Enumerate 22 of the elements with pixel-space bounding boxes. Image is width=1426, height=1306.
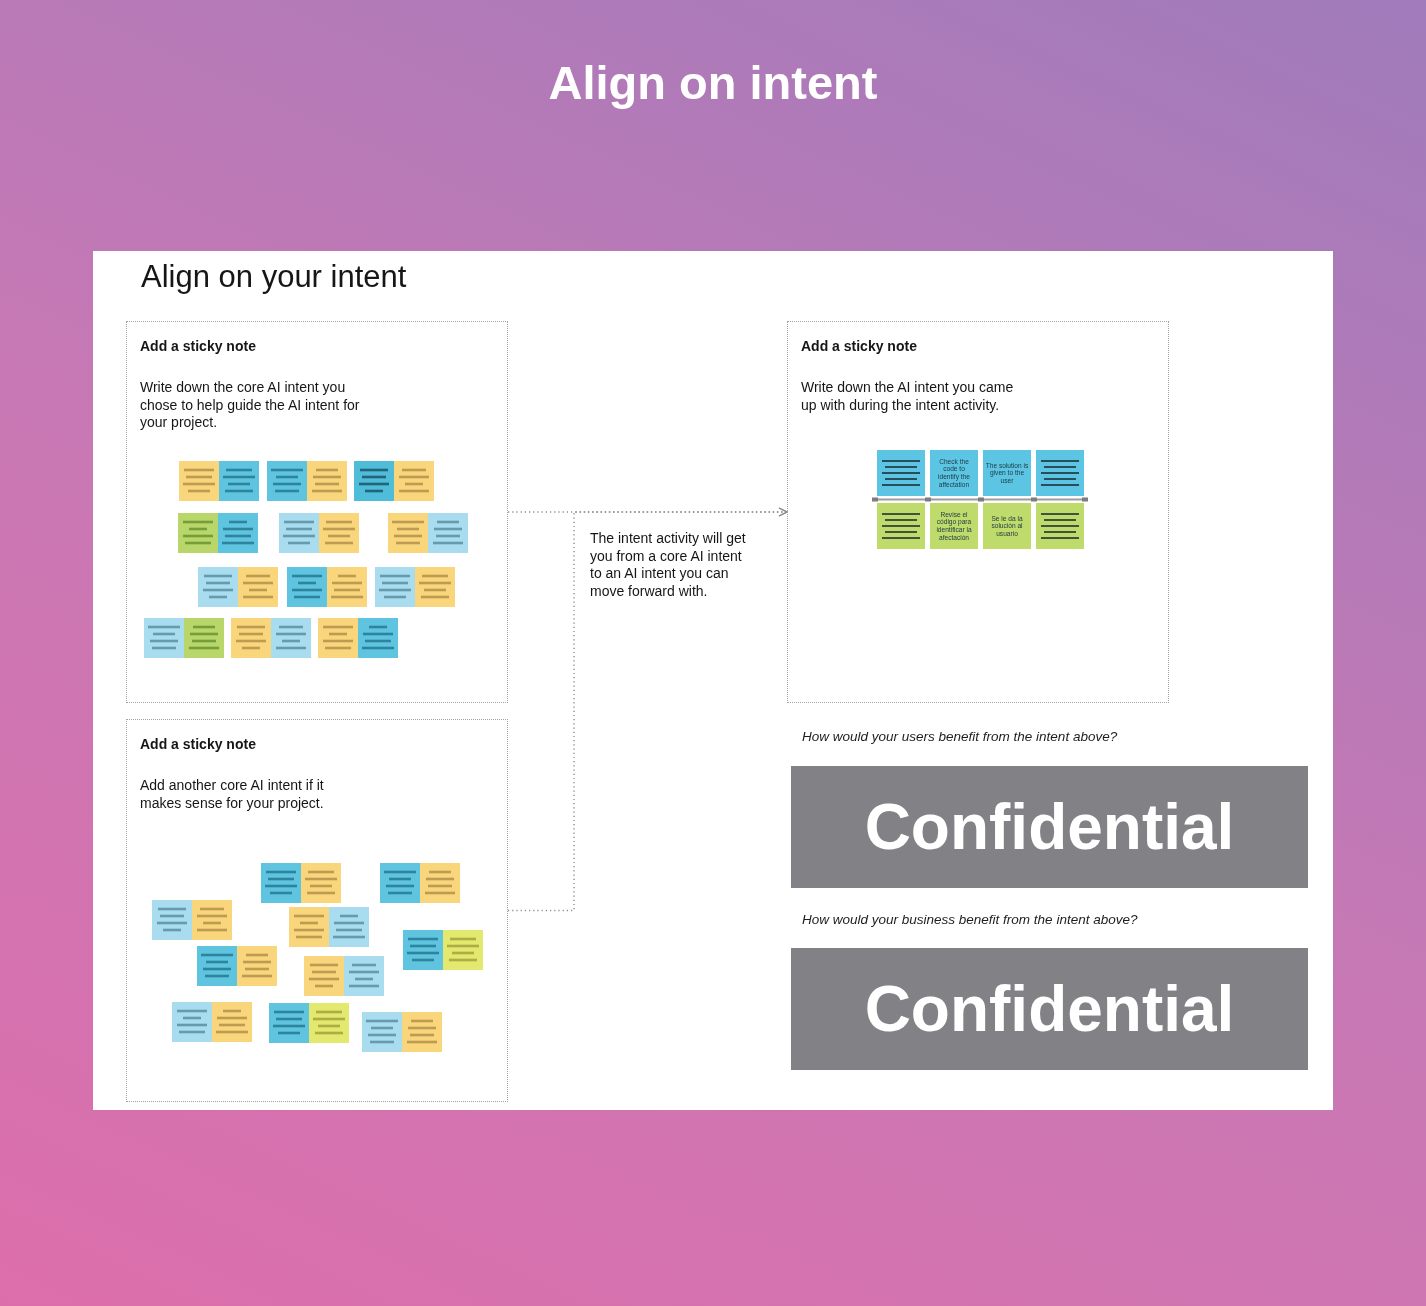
sticky-note — [1036, 450, 1084, 496]
sticky-note — [877, 503, 925, 549]
redaction-banner: Confidential — [791, 766, 1308, 888]
dotted-panel — [126, 719, 508, 1102]
panel-heading: Add a sticky note — [801, 338, 917, 355]
question-text: How would your business benefit from the intent above? — [802, 912, 1138, 927]
panel-heading: Add a sticky note — [140, 338, 256, 355]
note-text: The intent activity will get you from a core AI intent to an AI intent you can move forward with. — [590, 530, 747, 601]
instruction-text: Add another core AI intent if it makes sense for your project. — [140, 777, 325, 813]
dotted-arrow — [507, 507, 788, 912]
board-heading: Align on your intent — [141, 258, 407, 296]
instruction-text: Write down the core AI intent you chose to help guide the AI intent for your project. — [140, 379, 361, 432]
question-text: How would your users benefit from the intent above? — [802, 729, 1118, 744]
board-panel — [93, 251, 1333, 1110]
dotted-panel — [126, 321, 508, 703]
redaction-banner: Confidential — [791, 948, 1308, 1070]
sticky-note — [877, 450, 925, 496]
sticky-note — [1036, 503, 1084, 549]
page-title: Align on intent — [548, 56, 878, 111]
dotted-panel — [787, 321, 1169, 703]
instruction-text: Write down the AI intent you came up with during the intent activity. — [801, 379, 1015, 415]
panel-heading: Add a sticky note — [140, 736, 256, 753]
